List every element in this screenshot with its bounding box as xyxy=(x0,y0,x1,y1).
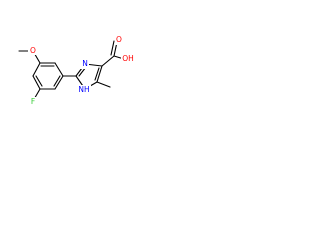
bond-c5-methyl xyxy=(96,81,111,88)
bond-ph-c-d xyxy=(32,62,41,77)
bond-cooh-carbonyl-o-2 xyxy=(110,40,115,56)
bond-ph-f-a xyxy=(54,75,64,90)
chemical-structure-diagram: O OH N NH O F xyxy=(18,35,134,106)
bond-ph-a-b xyxy=(54,62,64,77)
bond-ph-d-e-inner xyxy=(35,75,43,87)
carbonyl-oxygen-label: O xyxy=(116,35,122,44)
fluorine-label: F xyxy=(31,97,35,106)
imidazole-n3-label: N xyxy=(82,59,88,68)
bond-ph-d-e xyxy=(32,75,41,90)
atom-labels: O OH N NH O F xyxy=(28,35,134,106)
bond-ph-f-a-inner xyxy=(53,75,61,87)
bond-c4-cooh xyxy=(101,55,115,67)
methoxy-oxygen-label: O xyxy=(30,46,36,55)
bond-c4-c5-inner xyxy=(94,67,100,81)
hydroxyl-label: OH xyxy=(122,54,134,63)
bond-c4-c5-outer xyxy=(96,65,103,83)
imidazole-n1h-label: NH xyxy=(78,85,89,94)
